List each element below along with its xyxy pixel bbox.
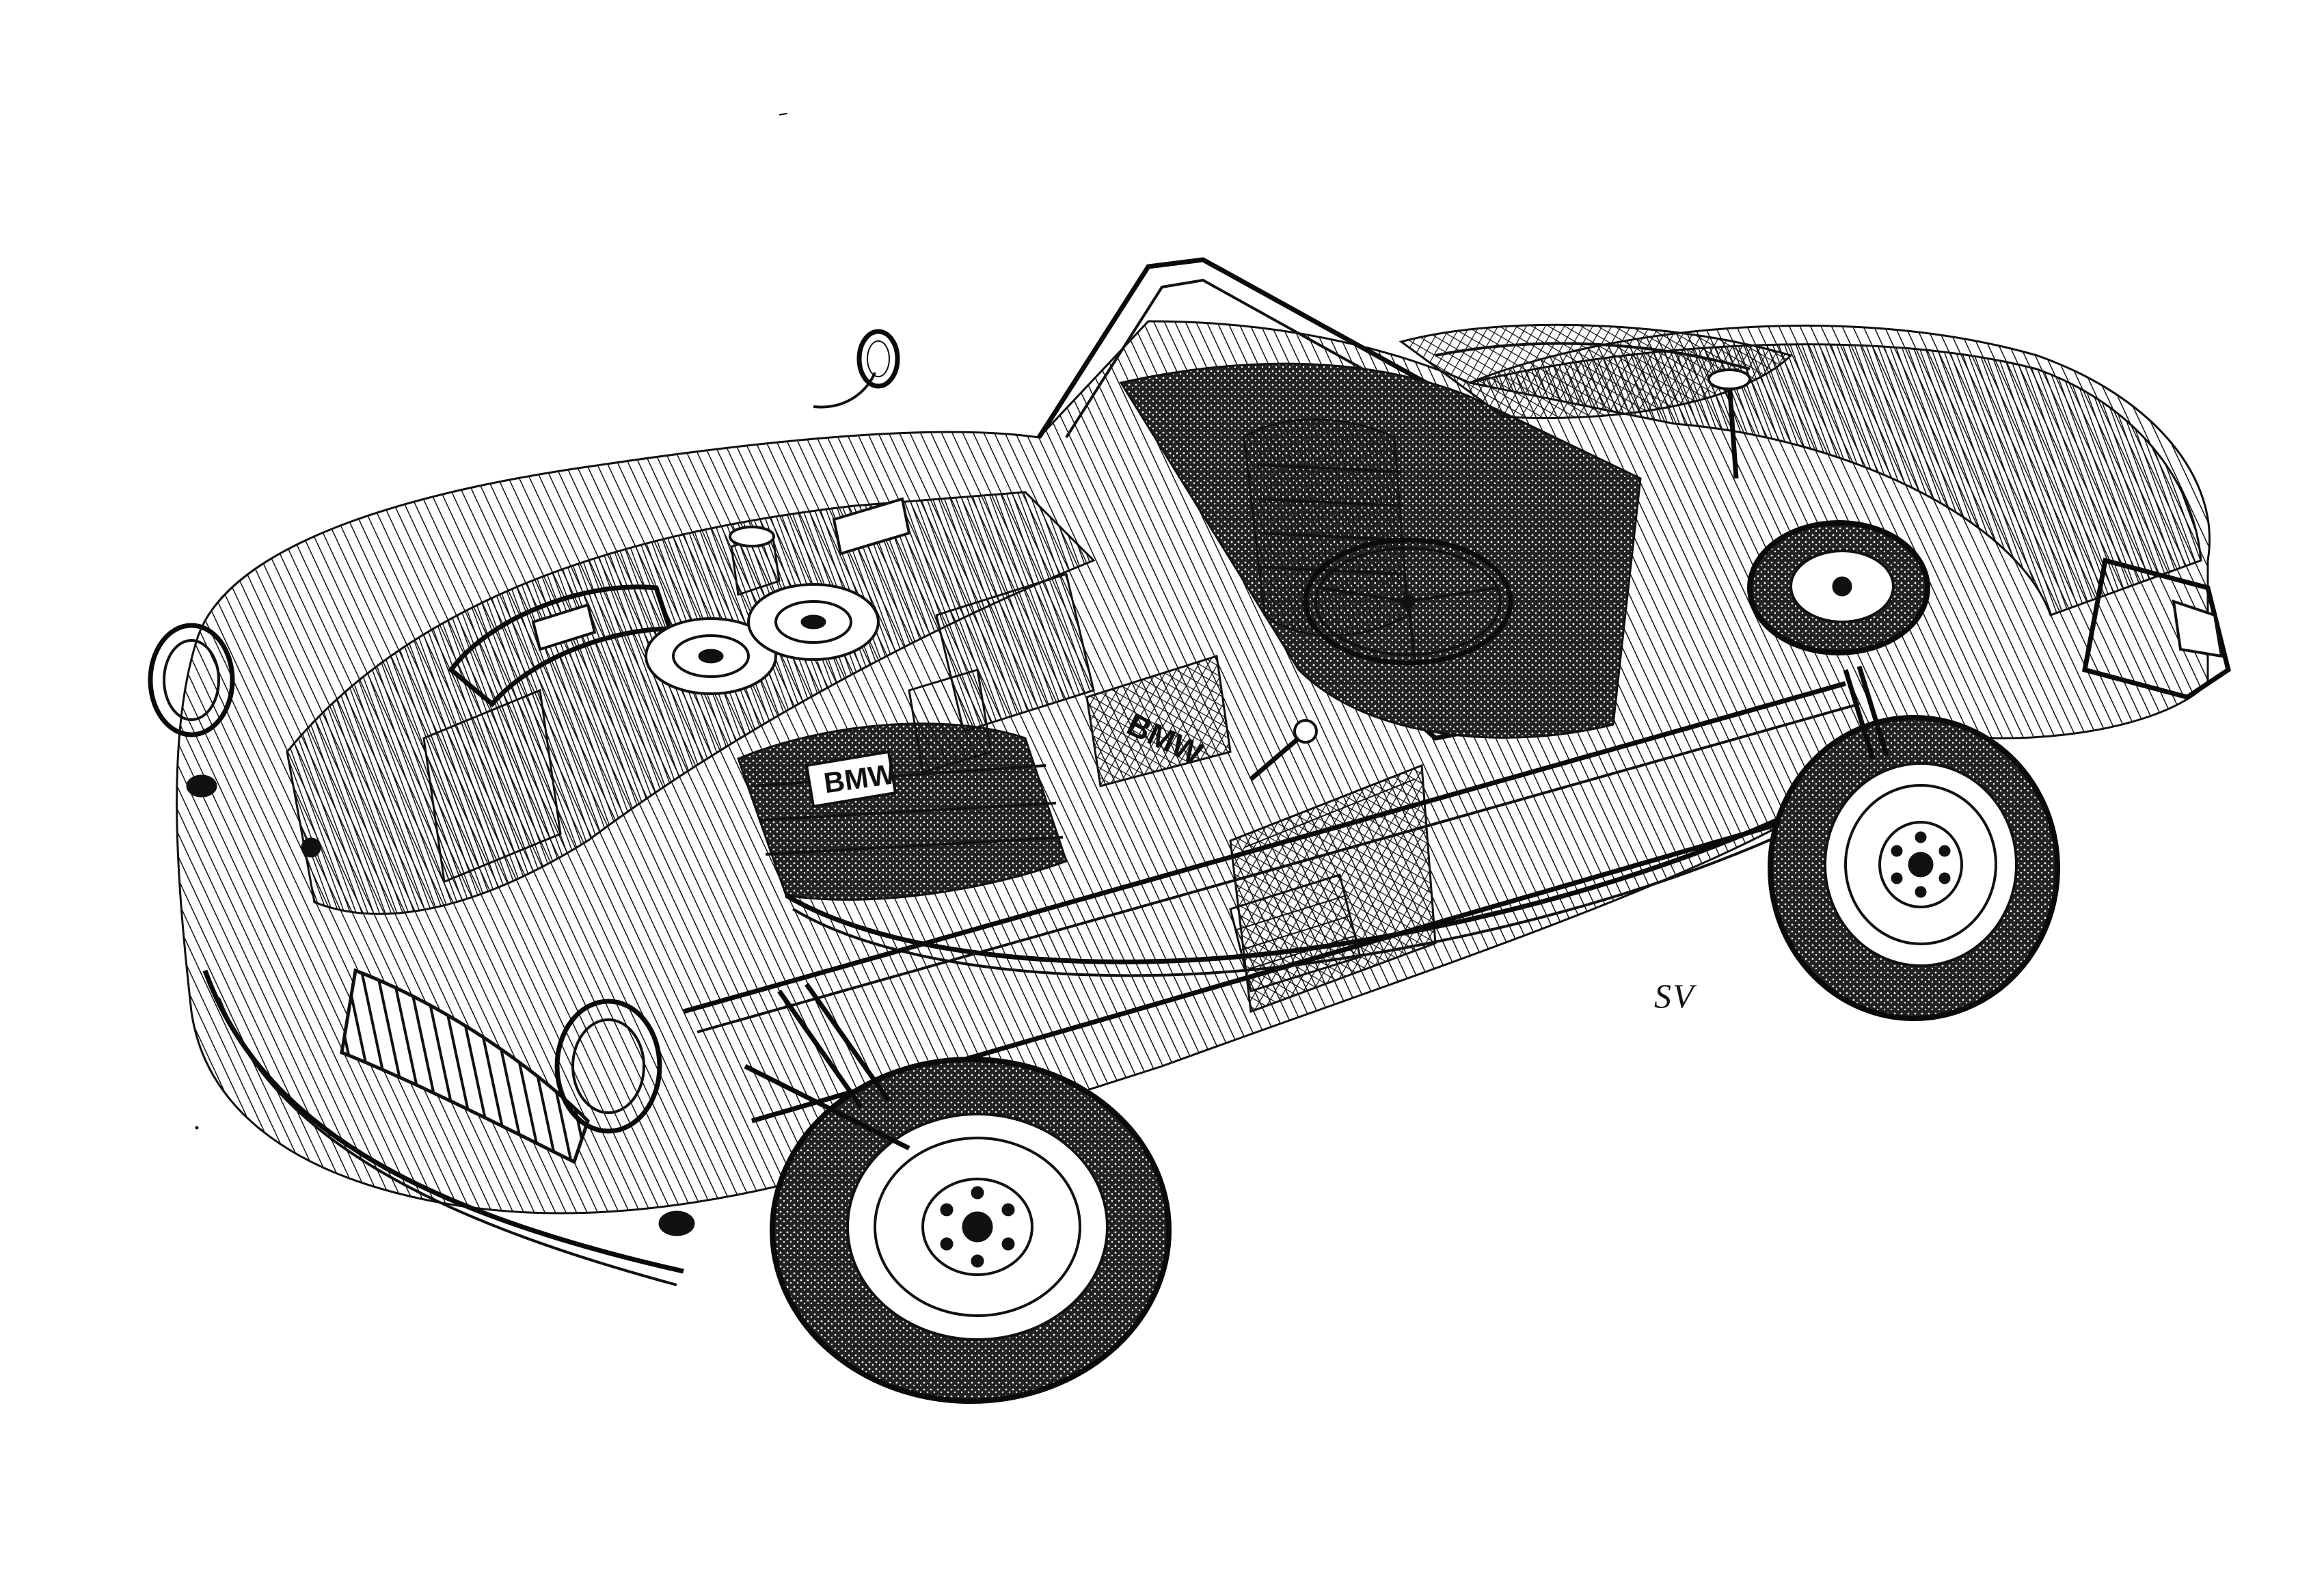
engine-cover-badge: BMW: [1085, 655, 1232, 787]
right-indicator: [658, 1210, 695, 1236]
heater-box: [908, 668, 992, 774]
engine-bay: BMW: [422, 497, 1853, 977]
left-indicator: [186, 774, 217, 798]
tail-section: [2081, 557, 2231, 700]
gear-lever: [1249, 719, 1318, 781]
front-suspension: [744, 982, 910, 1151]
relay-box: [832, 497, 911, 556]
rear-shock-absorber: [1843, 665, 1889, 760]
spare-wheel: [1747, 520, 1930, 655]
radiator: [422, 688, 562, 884]
fuse-box: [531, 603, 597, 651]
front-wheel-lugs: [940, 1186, 1015, 1268]
seat-back: [1243, 418, 1409, 637]
front-emblem: [301, 837, 321, 858]
rear-wheel: [1768, 665, 2060, 1021]
folded-soft-top: [1399, 323, 1793, 420]
artist-signature: SV: [1654, 977, 1695, 1015]
headlights: [148, 623, 695, 1236]
front-wheel: [744, 982, 1172, 1404]
valve-cover-badge: BMW: [805, 750, 897, 809]
left-headlight: [148, 623, 235, 737]
right-headlight: [554, 999, 662, 1134]
front-grille: [340, 968, 590, 1165]
fuel-filler: [1707, 368, 1751, 479]
steering-wheel: [1303, 537, 1513, 666]
side-mirror: [813, 329, 900, 409]
intake-tube: [448, 584, 673, 707]
rear-wheel-lugs: [1891, 831, 1951, 898]
